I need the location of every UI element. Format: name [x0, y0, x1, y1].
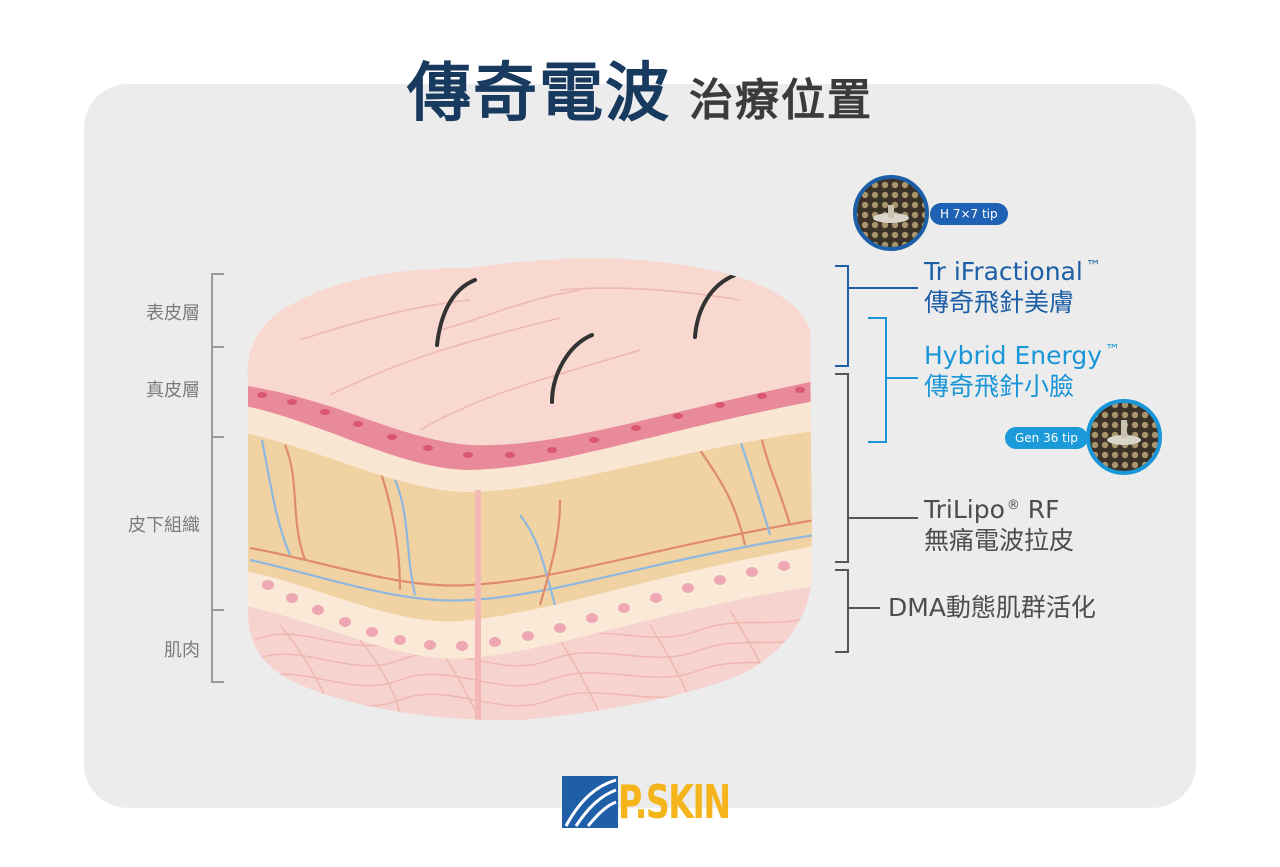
treatment-trilipo-suffix: RF: [1019, 495, 1060, 524]
tip-photo-h7x7: [853, 175, 929, 251]
bracket-trilipo: [835, 373, 918, 563]
treatment-dma-name: DMA動態肌群活化: [888, 593, 1096, 622]
logo-text: P.SKIN: [618, 775, 731, 829]
title-main: 傳奇電波: [407, 57, 671, 131]
treatment-trilipo: TriLipo® RF 無痛電波拉皮: [924, 494, 1074, 557]
skin-block: [247, 258, 813, 721]
registered-mark: ®: [1006, 497, 1020, 513]
bracket-ifractional: [835, 265, 918, 367]
treatment-trilipo-subtitle: 無痛電波拉皮: [924, 526, 1075, 556]
treatment-trilipo-name: TriLipo: [924, 495, 1005, 524]
bracket-hybrid: [868, 317, 918, 443]
layer-bracket: [211, 273, 224, 683]
trademark-mark: ™: [1105, 340, 1121, 359]
treatment-hybrid-name: Hybrid Energy: [924, 341, 1103, 370]
label-muscle: 肌肉: [164, 640, 200, 661]
title-sub: 治療位置: [689, 75, 873, 126]
treatment-ifractional-subtitle: 傳奇飛針美膚: [924, 288, 1075, 318]
tip-badge-h7x7: H 7×7 tip: [930, 203, 1008, 225]
trademark-mark: ™: [1085, 256, 1101, 275]
tip-badge-gen36: Gen 36 tip: [1005, 427, 1088, 449]
tip-photo-gen36: [1086, 399, 1162, 475]
treatment-hybrid-subtitle: 傳奇飛針小臉: [924, 372, 1075, 402]
bracket-dma: [835, 569, 880, 653]
treatment-dma: DMA動態肌群活化: [888, 592, 1096, 623]
label-epidermis: 表皮層: [146, 303, 200, 324]
treatment-ifractional-name: Tr iFractional: [924, 257, 1083, 286]
label-subcutaneous: 皮下組織: [128, 515, 200, 536]
logo-mark: [562, 776, 618, 828]
page-title: 傳奇電波治療位置: [0, 42, 1280, 131]
label-dermis: 真皮層: [146, 380, 200, 401]
